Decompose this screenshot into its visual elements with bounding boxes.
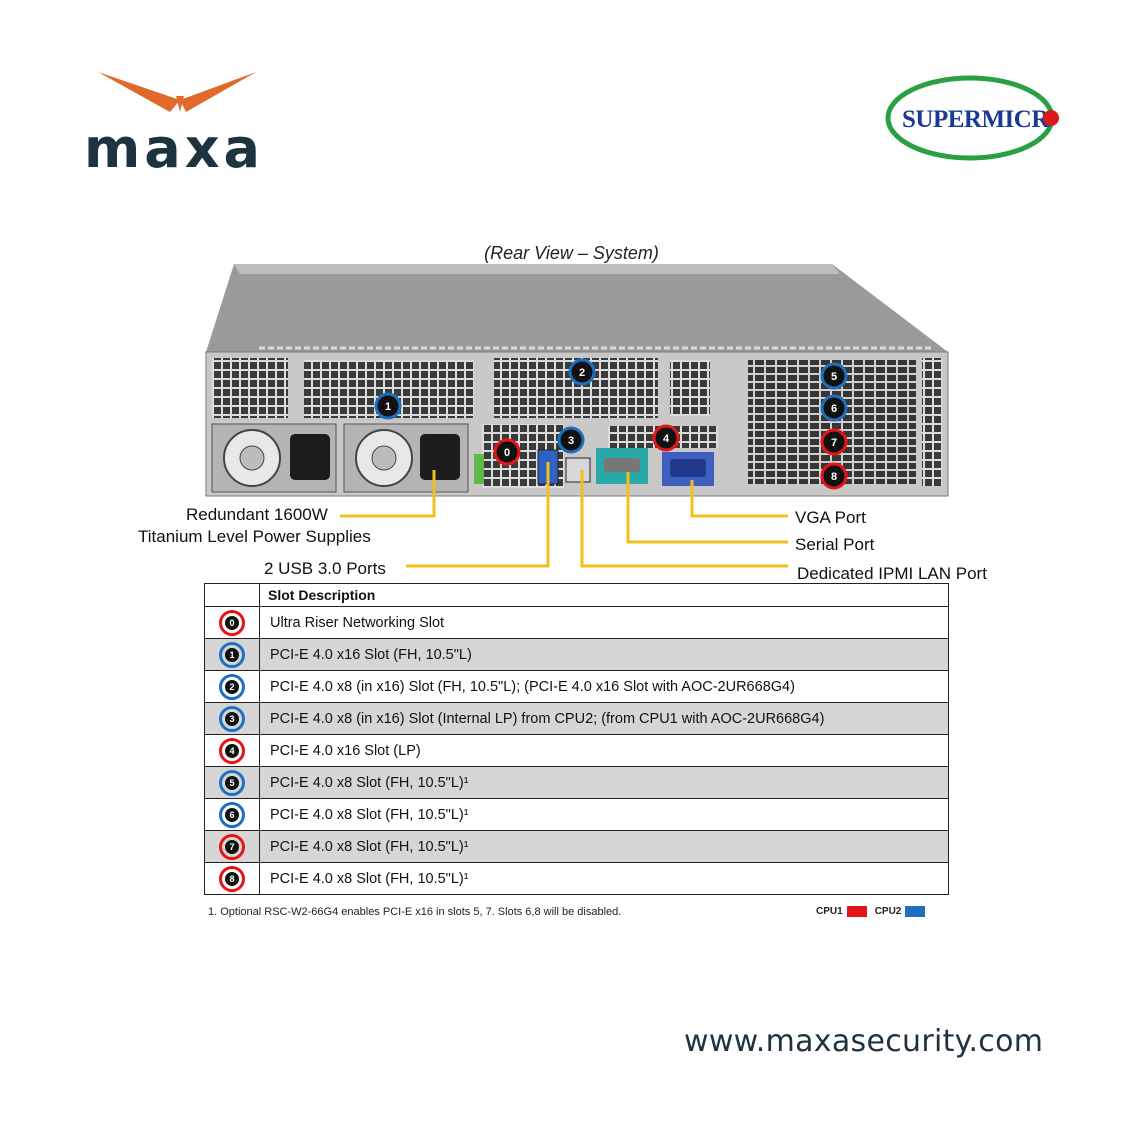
- callout-ipmi: Dedicated IPMI LAN Port: [797, 564, 987, 583]
- chassis-slot-5: 5: [831, 371, 837, 383]
- table-row: 3 PCI-E 4.0 x8 (in x16) Slot (Internal LP…: [204, 702, 949, 735]
- slot-badge-cell: 3: [204, 702, 260, 735]
- chassis-slot-1: 1: [385, 401, 391, 413]
- maxa-logo: maxa: [84, 70, 274, 176]
- slot-number: 1: [225, 647, 239, 662]
- table-row: 5 PCI-E 4.0 x8 Slot (FH, 10.5"L)¹: [204, 766, 949, 799]
- slot-number-badge: 4: [219, 737, 245, 764]
- slot-description: PCI-E 4.0 x8 (in x16) Slot (Internal LP)…: [259, 702, 949, 735]
- slot-badge-cell: 1: [204, 638, 260, 671]
- slot-number-badge: 0: [219, 609, 245, 636]
- slot-number: 5: [225, 775, 239, 790]
- table-header-slot-description: Slot Description: [259, 583, 949, 607]
- maxa-wordmark: maxa: [84, 117, 264, 180]
- table-row: 7 PCI-E 4.0 x8 Slot (FH, 10.5"L)¹: [204, 830, 949, 863]
- slot-number: 0: [225, 615, 239, 630]
- table-row: 1 PCI-E 4.0 x16 Slot (FH, 10.5"L): [204, 638, 949, 671]
- callout-serial: Serial Port: [795, 535, 875, 554]
- slot-badge-cell: 4: [204, 734, 260, 767]
- slot-description: PCI-E 4.0 x16 Slot (LP): [259, 734, 949, 767]
- chassis-slot-0: 0: [504, 447, 510, 459]
- slot-description: Ultra Riser Networking Slot: [259, 606, 949, 639]
- table-row: 6 PCI-E 4.0 x8 Slot (FH, 10.5"L)¹: [204, 798, 949, 831]
- slot-number: 6: [225, 807, 239, 822]
- slot-number-badge: 8: [219, 865, 245, 892]
- slot-badge-cell: 2: [204, 670, 260, 703]
- table-row: 8 PCI-E 4.0 x8 Slot (FH, 10.5"L)¹: [204, 862, 949, 895]
- table-header-row: Slot Description: [204, 583, 949, 607]
- slot-description: PCI-E 4.0 x8 Slot (FH, 10.5"L)¹: [259, 798, 949, 831]
- chassis-slot-2: 2: [579, 367, 585, 379]
- callout-usb: 2 USB 3.0 Ports: [264, 559, 386, 578]
- chassis-slot-4: 4: [663, 433, 670, 445]
- rear-view-caption: (Rear View – System): [484, 243, 659, 263]
- slot-number: 8: [225, 871, 239, 886]
- table-footnote: 1. Optional RSC-W2-66G4 enables PCI-E x1…: [208, 906, 622, 918]
- slot-number-badge: 2: [219, 673, 245, 700]
- cpu2-legend-label: CPU2: [874, 906, 902, 918]
- slot-badge-cell: 0: [204, 606, 260, 639]
- slot-badge-cell: 8: [204, 862, 260, 895]
- table-row: 2 PCI-E 4.0 x8 (in x16) Slot (FH, 10.5"L)…: [204, 670, 949, 703]
- slot-description: PCI-E 4.0 x8 (in x16) Slot (FH, 10.5"L);…: [259, 670, 949, 703]
- chassis-slot-7: 7: [831, 437, 837, 449]
- table-row: 0 Ultra Riser Networking Slot: [204, 606, 949, 639]
- cpu2-swatch: [905, 906, 926, 917]
- slot-number: 7: [225, 839, 239, 854]
- slot-number: 3: [225, 711, 239, 726]
- slot-description-table: Slot Description 0 Ultra Riser Networking…: [204, 583, 949, 895]
- table-row: 4 PCI-E 4.0 x16 Slot (LP): [204, 734, 949, 767]
- chassis-slot-3: 3: [568, 435, 574, 447]
- cpu1-swatch: [846, 906, 867, 917]
- slot-badge-cell: 5: [204, 766, 260, 799]
- slot-number: 4: [225, 743, 239, 758]
- slot-number-badge: 6: [219, 801, 245, 828]
- server-chassis-rear: 0 1 2 3 4 5 6 7 8: [205, 264, 949, 497]
- slot-number-badge: 5: [219, 769, 245, 796]
- slot-number-badge: 1: [219, 641, 245, 668]
- slot-badge-cell: 7: [204, 830, 260, 863]
- slot-description: PCI-E 4.0 x8 Slot (FH, 10.5"L)¹: [259, 766, 949, 799]
- slot-description: PCI-E 4.0 x8 Slot (FH, 10.5"L)¹: [259, 830, 949, 863]
- slot-badge-cell: 6: [204, 798, 260, 831]
- slot-number-badge: 7: [219, 833, 245, 860]
- chassis-slot-8: 8: [831, 471, 837, 483]
- slot-description: PCI-E 4.0 x16 Slot (FH, 10.5"L): [259, 638, 949, 671]
- slot-number: 2: [225, 679, 239, 694]
- cpu-legend: CPU1 CPU2: [816, 906, 933, 917]
- callout-psu-line1: Redundant 1600W: [186, 505, 328, 524]
- callout-psu-line2: Titanium Level Power Supplies: [138, 527, 371, 546]
- callout-vga: VGA Port: [795, 508, 866, 527]
- chassis-slot-6: 6: [831, 403, 837, 415]
- cpu1-legend-label: CPU1: [816, 906, 843, 918]
- supermicro-wordmark: SUPERMICR: [902, 106, 1049, 133]
- slot-number-badge: 3: [219, 705, 245, 732]
- supermicro-red-dot-icon: [1043, 110, 1059, 126]
- maxa-chevron-icon: [98, 72, 256, 112]
- website-url[interactable]: www.maxasecurity.com: [684, 1024, 1044, 1059]
- table-header-blank: [204, 583, 260, 607]
- chassis-slot-badges: [374, 358, 848, 490]
- slot-description: PCI-E 4.0 x8 Slot (FH, 10.5"L)¹: [259, 862, 949, 895]
- supermicro-logo: SUPERMICR: [884, 74, 1060, 162]
